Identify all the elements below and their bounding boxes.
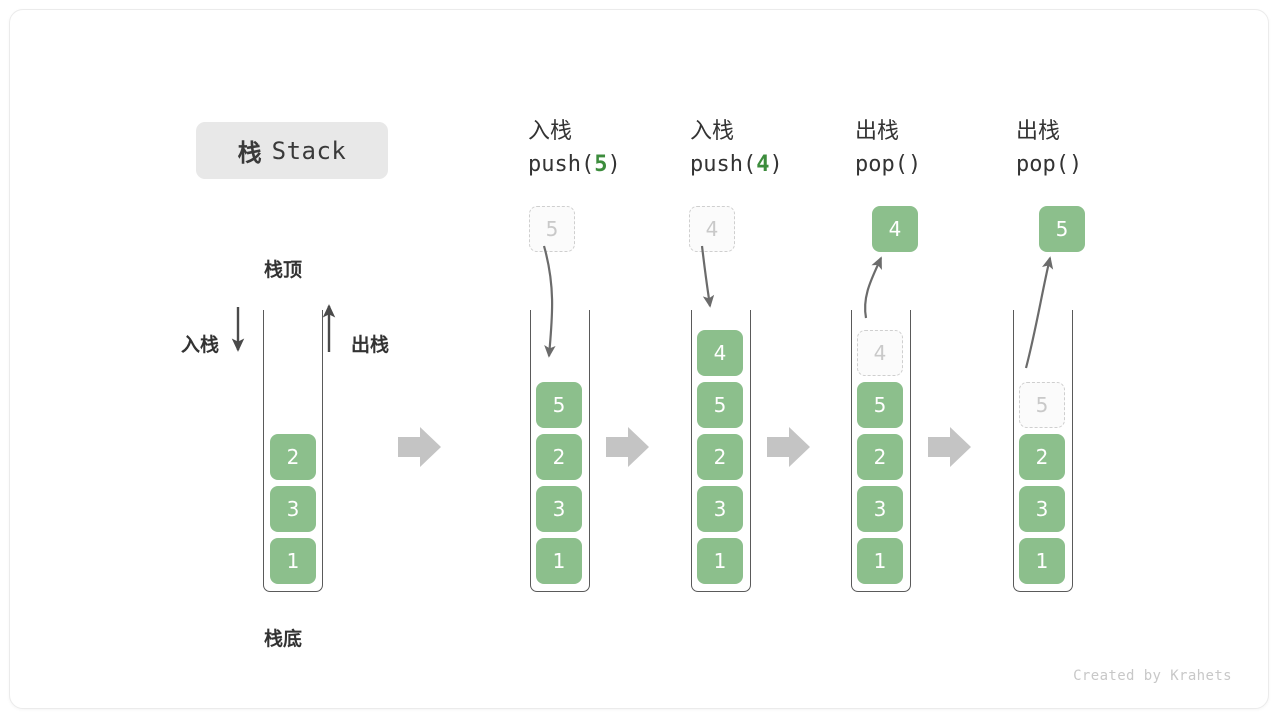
- stack-item: 3: [1019, 486, 1065, 532]
- stack-container-pop-2: [1013, 310, 1073, 592]
- stack-item: 5: [697, 382, 743, 428]
- floating-element-push-5: 5: [529, 206, 575, 252]
- stack-container-pop-1: [851, 310, 911, 592]
- column-code-label: pop(): [855, 154, 921, 176]
- main-stack-item: 3: [270, 486, 316, 532]
- stack-item: 2: [1019, 434, 1065, 480]
- stack-top-label: 栈顶: [264, 260, 303, 281]
- floating-element-push-4: 4: [689, 206, 735, 252]
- stack-item: 5: [1019, 382, 1065, 428]
- stack-push-label: 入栈: [181, 335, 220, 356]
- stack-container-push-4: [691, 310, 751, 592]
- floating-element-pop-2: 5: [1039, 206, 1085, 252]
- stack-item: 2: [857, 434, 903, 480]
- stack-item: 5: [536, 382, 582, 428]
- stack-item: 1: [697, 538, 743, 584]
- code-suffix: ): [769, 152, 783, 177]
- floating-element-pop-1: 4: [872, 206, 918, 252]
- code-suffix: ): [607, 152, 621, 177]
- stack-item: 4: [857, 330, 903, 376]
- stack-item: 2: [697, 434, 743, 480]
- code-suffix: ): [1068, 152, 1083, 177]
- main-stack-container: [263, 310, 323, 592]
- column-header-pop-1: 出栈 pop(): [855, 120, 921, 176]
- column-header-push-4: 入栈 push(4): [690, 120, 783, 176]
- code-suffix: ): [907, 152, 922, 177]
- code-arg: 5: [594, 152, 608, 177]
- stack-item: 2: [536, 434, 582, 480]
- title-en: Stack: [271, 136, 347, 165]
- stack-bottom-label: 栈底: [264, 629, 303, 650]
- stack-item: 3: [697, 486, 743, 532]
- stack-pop-label: 出栈: [351, 335, 390, 356]
- column-op-label: 入栈: [528, 118, 573, 143]
- title-cjk: 栈: [237, 140, 262, 167]
- code-prefix: pop(: [1016, 152, 1069, 177]
- column-code-label: push(5): [528, 154, 621, 176]
- column-header-push-5: 入栈 push(5): [528, 120, 621, 176]
- stack-container-push-5: [530, 310, 590, 592]
- diagram-card: 栈 Stack 栈顶 栈底 入栈 出栈 2 3 1 入栈 push(5) 5 5…: [9, 9, 1269, 709]
- column-header-pop-2: 出栈 pop(): [1016, 120, 1082, 176]
- stack-item: 3: [857, 486, 903, 532]
- stack-item: 5: [857, 382, 903, 428]
- column-op-label: 入栈: [690, 118, 735, 143]
- code-prefix: push(: [528, 152, 595, 177]
- main-stack-item: 1: [270, 538, 316, 584]
- code-prefix: push(: [690, 152, 757, 177]
- stack-item: 4: [697, 330, 743, 376]
- stack-item: 1: [536, 538, 582, 584]
- column-op-label: 出栈: [855, 118, 900, 143]
- stack-item: 3: [536, 486, 582, 532]
- main-stack-item: 2: [270, 434, 316, 480]
- stack-item: 1: [857, 538, 903, 584]
- diagram-title-badge: 栈 Stack: [196, 122, 388, 179]
- code-prefix: pop(: [855, 152, 908, 177]
- stack-item: 1: [1019, 538, 1065, 584]
- code-arg: 4: [756, 152, 770, 177]
- column-code-label: pop(): [1016, 154, 1082, 176]
- column-op-label: 出栈: [1016, 118, 1061, 143]
- column-code-label: push(4): [690, 154, 783, 176]
- watermark-credit: Created by Krahets: [1073, 668, 1232, 684]
